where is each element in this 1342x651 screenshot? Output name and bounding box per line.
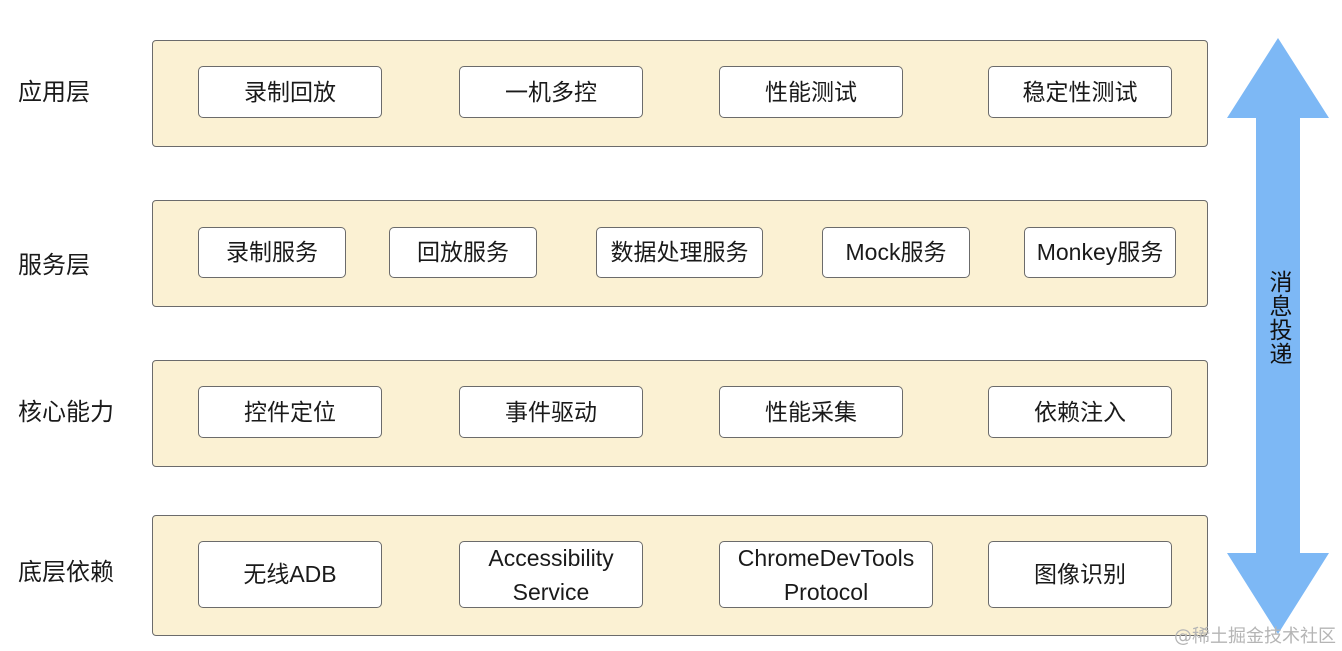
core-box-dependency-injection: 依赖注入 <box>988 386 1172 438</box>
service-box-monkey: Monkey服务 <box>1024 227 1176 278</box>
layer-label-core: 核心能力 <box>18 399 114 426</box>
core-box-widget-locate: 控件定位 <box>198 386 382 438</box>
layer-label-application: 应用层 <box>18 79 90 106</box>
service-box-replay: 回放服务 <box>389 227 537 278</box>
arrow-shape <box>1227 38 1329 634</box>
accessibility-line-1: Accessibility <box>488 544 614 571</box>
watermark-text: @稀土掘金技术社区 <box>1174 626 1336 647</box>
service-box-mock: Mock服务 <box>822 227 970 278</box>
devtools-line-1: ChromeDevTools <box>737 544 915 571</box>
app-box-stability-test: 稳定性测试 <box>988 66 1172 118</box>
foundation-box-accessibility-service: Accessibility Service <box>459 541 643 608</box>
foundation-box-wireless-adb: 无线ADB <box>198 541 382 608</box>
layer-label-foundation: 底层依赖 <box>18 559 114 586</box>
app-box-performance-test: 性能测试 <box>719 66 903 118</box>
service-box-data-processing: 数据处理服务 <box>596 227 763 278</box>
foundation-box-chrome-devtools: ChromeDevTools Protocol <box>719 541 933 608</box>
core-box-perf-collect: 性能采集 <box>719 386 903 438</box>
accessibility-line-2: Service <box>512 578 590 605</box>
foundation-box-image-recognition: 图像识别 <box>988 541 1172 608</box>
arrow-label: 消息投递 <box>1266 270 1292 366</box>
app-box-record-replay: 录制回放 <box>198 66 382 118</box>
devtools-line-2: Protocol <box>783 578 869 605</box>
app-box-multi-device: 一机多控 <box>459 66 643 118</box>
message-delivery-arrow <box>1227 38 1329 634</box>
service-box-record: 录制服务 <box>198 227 346 278</box>
layer-label-service: 服务层 <box>18 252 90 279</box>
core-box-event-driven: 事件驱动 <box>459 386 643 438</box>
